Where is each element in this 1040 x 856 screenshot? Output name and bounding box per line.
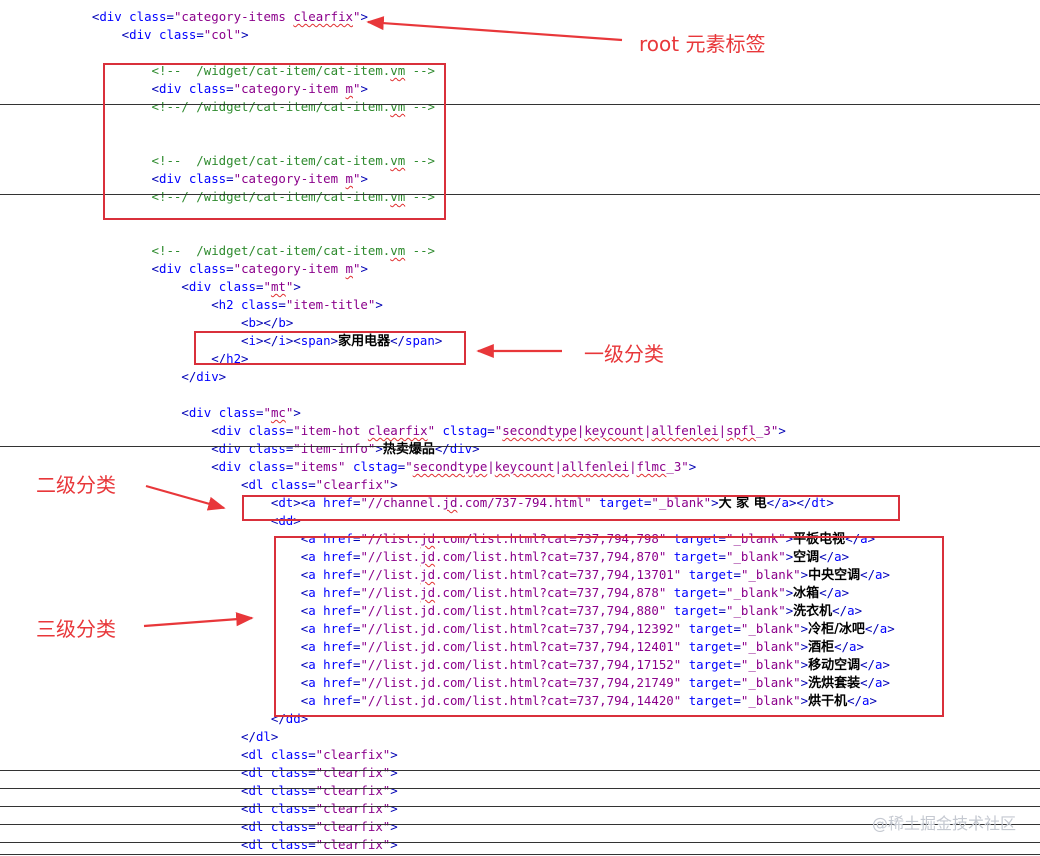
highlight-level3-box: [274, 536, 944, 717]
arrow-level3: [143, 612, 254, 628]
code-line: <!--/ /widget/cat-item/cat-item.vm -->: [151, 189, 436, 204]
annotation-root-label: root 元素标签: [639, 32, 766, 56]
separator-line: [0, 788, 1040, 789]
code-line: <dl class="clearfix">: [62, 477, 398, 492]
highlight-level2-box: [242, 495, 900, 521]
code-line: </dl>: [62, 729, 279, 744]
code-line: <div class="item-hot clearfix" clstag="s…: [62, 423, 786, 438]
code-line: <dl class="clearfix">: [62, 747, 398, 762]
code-line: <a href="//list.jd.com/list.html?cat=737…: [62, 639, 864, 655]
code-line: <div class="item-info">热卖爆品</div>: [62, 441, 480, 457]
code-line: <i></i><span>家用电器</span>: [62, 333, 443, 349]
code-line: <div class="mc">: [62, 405, 301, 420]
separator-line: [0, 842, 1040, 843]
highlight-category-items-box: [103, 63, 446, 220]
code-line: <!-- /widget/cat-item/cat-item.vm -->: [151, 243, 436, 258]
separator-line: [0, 824, 1040, 825]
code-line: <a href="//list.jd.com/list.html?cat=737…: [62, 603, 863, 619]
separator-line: [0, 104, 1040, 105]
code-line: <a href="//list.jd.com/list.html?cat=737…: [62, 549, 850, 565]
code-line: <div class="category-items clearfix">: [62, 9, 368, 24]
code-line: <a href="//list.jd.com/list.html?cat=737…: [62, 567, 890, 583]
code-line: <div class="category-item m">: [62, 171, 368, 186]
code-line: <b></b>: [62, 315, 294, 330]
separator-line: [0, 854, 1040, 855]
watermark: @稀土掘金技术社区: [871, 814, 1016, 833]
code-line: <div class="col">: [62, 27, 249, 42]
code-line: <div class="mt">: [62, 279, 301, 294]
code-line: <dl class="clearfix">: [62, 783, 398, 798]
separator-line: [0, 806, 1040, 807]
separator-line: [0, 194, 1040, 195]
code-line: <dt><a href="//channel.jd.com/737-794.ht…: [62, 495, 834, 511]
annotation-level2-label: 二级分类: [36, 473, 116, 497]
code-line: <!--/ /widget/cat-item/cat-item.vm -->: [151, 99, 436, 114]
code-line: <dl class="clearfix">: [62, 801, 398, 816]
separator-line: [0, 446, 1040, 447]
code-line: <!-- /widget/cat-item/cat-item.vm -->: [151, 153, 436, 168]
code-line: <div class="category-item m">: [62, 81, 368, 96]
annotation-level1-label: 一级分类: [584, 342, 664, 366]
code-line: </h2>: [62, 351, 249, 366]
code-line: <a href="//list.jd.com/list.html?cat=737…: [62, 657, 890, 673]
code-line: <h2 class="item-title">: [62, 297, 383, 312]
arrow-level2: [145, 484, 226, 511]
separator-line: [0, 770, 1040, 771]
arrow-root: [366, 16, 623, 42]
code-line: <a href="//list.jd.com/list.html?cat=737…: [62, 585, 850, 601]
code-line: <a href="//list.jd.com/list.html?cat=737…: [62, 621, 895, 637]
code-line: <div class="category-item m">: [62, 261, 368, 276]
code-line: </div>: [62, 369, 227, 384]
code-line: <div class="items" clstag="secondtype|ke…: [62, 459, 697, 474]
code-line: <a href="//list.jd.com/list.html?cat=737…: [62, 531, 876, 547]
code-line: <!-- /widget/cat-item/cat-item.vm -->: [151, 63, 436, 78]
code-line: <dl class="clearfix">: [62, 765, 398, 780]
code-line: <dl class="clearfix">: [62, 837, 398, 852]
annotation-level3-label: 三级分类: [36, 617, 116, 641]
code-line: <a href="//list.jd.com/list.html?cat=737…: [62, 675, 890, 691]
code-line: <a href="//list.jd.com/list.html?cat=737…: [62, 693, 877, 709]
code-line: <dl class="clearfix">: [62, 819, 398, 834]
highlight-level1-box: [194, 331, 466, 365]
